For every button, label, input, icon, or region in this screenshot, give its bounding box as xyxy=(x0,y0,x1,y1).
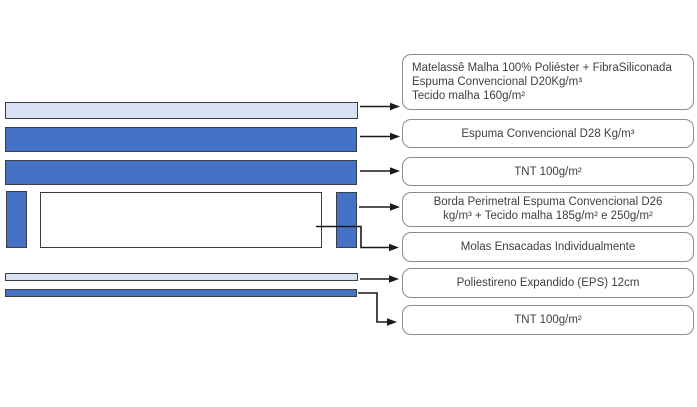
label-box-tnt-top: TNT 100g/m² xyxy=(402,157,694,186)
label-line: TNT 100g/m² xyxy=(514,165,582,178)
layer-matelasse-bar xyxy=(5,102,358,119)
label-line: Espuma Convencional D28 Kg/m³ xyxy=(461,127,635,140)
label-box-tnt-bottom: TNT 100g/m² xyxy=(402,305,694,335)
layer-eps-bar xyxy=(5,273,358,281)
label-box-borda-perimetral: Borda Perimetral Espuma Convencional D26… xyxy=(402,192,694,227)
arrow-tnt-bottom-elbow xyxy=(358,292,397,326)
label-box-eps: Poliestireno Expandido (EPS) 12cm xyxy=(402,268,694,298)
label-line: Molas Ensacadas Individualmente xyxy=(460,241,636,253)
label-line: kg/m³ + Tecido malha 185g/m² e 250g/m² xyxy=(443,209,653,222)
label-line: Tecido malha 160g/m² xyxy=(412,90,526,102)
label-line: Poliestireno Expandido (EPS) 12cm xyxy=(456,277,640,289)
arrow-molas-elbow xyxy=(316,225,399,252)
borda-right-block xyxy=(336,192,357,248)
label-line: Espuma Convencional D20Kg/m³ xyxy=(412,76,583,88)
label-box-espuma-d28: Espuma Convencional D28 Kg/m³ xyxy=(402,119,694,148)
arrow-espuma-d28 xyxy=(360,132,400,141)
label-line: TNT 100g/m² xyxy=(514,314,582,326)
arrow-tnt-top xyxy=(360,167,400,175)
arrow-borda xyxy=(359,203,400,211)
layer-tnt-bottom-bar xyxy=(5,289,357,297)
arrow-eps xyxy=(360,275,399,283)
arrow-matelasse xyxy=(360,102,400,111)
borda-left-block xyxy=(6,191,27,248)
label-box-matelasse: Matelassê Malha 100% Poliéster + FibraSi… xyxy=(402,54,694,110)
layer-tnt-top-bar xyxy=(5,160,357,185)
layer-espuma-d28-bar xyxy=(5,127,357,152)
label-line: Borda Perimetral Espuma Convencional D26 xyxy=(433,196,663,208)
label-box-molas: Molas Ensacadas Individualmente xyxy=(402,232,694,262)
label-line: Matelassê Malha 100% Poliéster + FibraSi… xyxy=(412,62,672,74)
molas-core-box xyxy=(40,192,322,248)
